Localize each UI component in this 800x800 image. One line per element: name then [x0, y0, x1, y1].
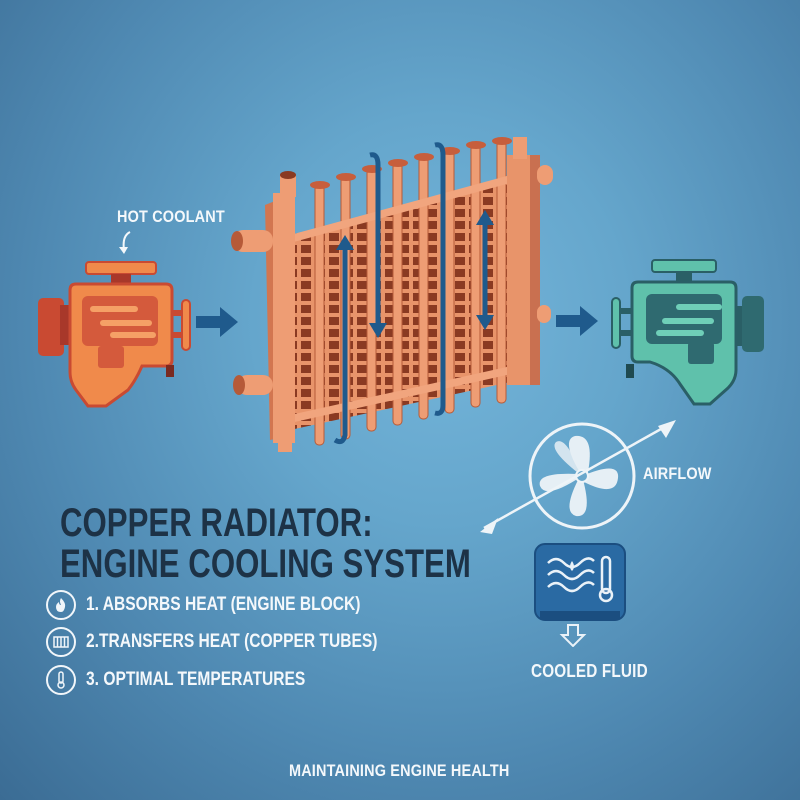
step-2: 2.TRANSFERS HEAT (COPPER TUBES) — [46, 627, 441, 657]
step-1: 1. ABSORBS HEAT (ENGINE BLOCK) — [46, 590, 421, 620]
airflow-label: AIRFLOW — [643, 464, 712, 483]
page-title-line2: ENGINE COOLING SYSTEM — [60, 542, 471, 586]
step-3-text: 3. OPTIMAL TEMPERATURES — [86, 669, 306, 690]
cooled-engine-icon — [611, 259, 764, 406]
page-title-line1: COPPER RADIATOR: — [60, 501, 373, 545]
cooled-fluid-label: COOLED FLUID — [531, 661, 648, 681]
coolant-reservoir-icon — [534, 543, 626, 647]
flow-arrow-right-icon — [196, 307, 238, 337]
thermometer-icon — [46, 665, 76, 695]
hot-engine-icon — [38, 261, 191, 408]
step-3: 3. OPTIMAL TEMPERATURES — [46, 665, 353, 695]
fan-airflow-icon — [480, 420, 676, 534]
flame-icon — [46, 590, 76, 620]
flow-arrow-right-icon — [556, 306, 598, 336]
curved-arrow-icon — [119, 231, 131, 254]
step-2-text: 2.TRANSFERS HEAT (COPPER TUBES) — [86, 631, 378, 652]
footer-tagline: MAINTAINING ENGINE HEALTH — [289, 761, 510, 780]
step-1-text: 1. ABSORBS HEAT (ENGINE BLOCK) — [86, 594, 361, 615]
copper-radiator-illustration — [231, 137, 553, 452]
hot-coolant-label: HOT COOLANT — [117, 207, 225, 226]
radiator-icon — [46, 627, 76, 657]
